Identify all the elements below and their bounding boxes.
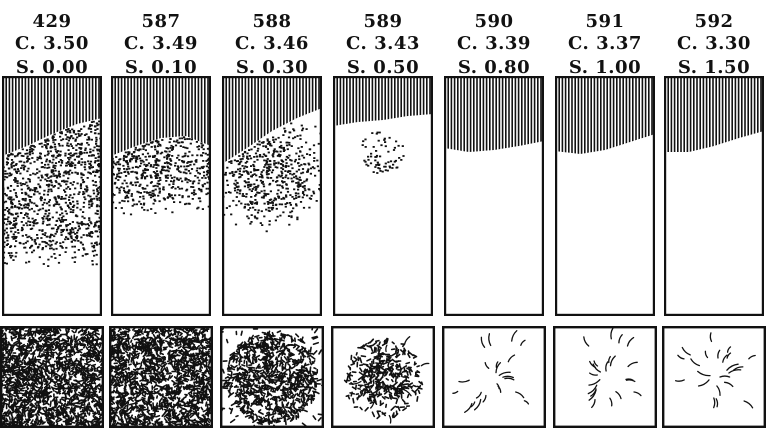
silicon-label: S. 0.10 <box>124 57 198 78</box>
specimen-number: 592 <box>694 11 734 32</box>
carbon-label: C. 3.50 <box>15 33 89 54</box>
graphite-flakes <box>675 332 756 409</box>
casting-longitudinal-sketch <box>333 76 433 316</box>
casting-cross-section-sketch <box>0 326 104 428</box>
specimen-number: 591 <box>585 11 625 32</box>
section-outline <box>0 326 104 428</box>
carbon-label: C. 3.39 <box>457 33 531 54</box>
silicon-label: S. 1.50 <box>677 57 751 78</box>
specimen-number: 588 <box>252 11 292 32</box>
specimen-column: 591 C. 3.37 S. 1.00 <box>551 0 659 428</box>
specimen-column: 589 C. 3.43 S. 0.50 <box>329 0 437 428</box>
silicon-label: S. 0.30 <box>235 57 309 78</box>
silicon-label: S. 1.00 <box>568 57 642 78</box>
tube-outline <box>664 76 764 316</box>
silicon-label: S. 0.80 <box>457 57 531 78</box>
section-texture <box>109 326 213 428</box>
cavity-hatch <box>111 76 209 156</box>
specimen-number: 587 <box>141 11 181 32</box>
section-texture <box>343 337 424 420</box>
casting-longitudinal-sketch <box>222 76 322 316</box>
silicon-label: S. 0.50 <box>346 57 420 78</box>
section-texture <box>220 326 324 428</box>
specimen-column: 429 C. 3.50 S. 0.00 <box>0 0 106 428</box>
casting-cross-section-sketch <box>662 326 766 428</box>
graphite-flakes <box>452 330 530 413</box>
carbon-label: C. 3.46 <box>235 33 309 54</box>
section-outline <box>109 326 213 428</box>
graphite-texture <box>222 122 322 233</box>
casting-longitudinal-sketch <box>444 76 544 316</box>
tube-outline <box>555 76 655 316</box>
cavity-hatch <box>555 76 653 154</box>
tube-outline <box>222 76 322 316</box>
casting-longitudinal-sketch <box>555 76 655 316</box>
section-outline <box>331 326 435 428</box>
casting-longitudinal-sketch <box>2 76 102 316</box>
tube-outline <box>333 76 433 316</box>
tube-outline <box>111 76 211 316</box>
casting-longitudinal-sketch <box>664 76 764 316</box>
casting-cross-section-sketch <box>331 326 435 428</box>
casting-cross-section-sketch <box>109 326 213 428</box>
tube-outline <box>444 76 544 316</box>
carbon-label: C. 3.37 <box>568 33 642 54</box>
casting-cross-section-sketch <box>553 326 657 428</box>
specimen-column: 590 C. 3.39 S. 0.80 <box>440 0 548 428</box>
silicon-label: S. 0.00 <box>15 57 89 78</box>
section-outline <box>442 326 546 428</box>
casting-cross-section-sketch <box>220 326 324 428</box>
specimen-number: 429 <box>32 11 72 32</box>
carbon-label: C. 3.43 <box>346 33 420 54</box>
graphite-texture <box>361 131 405 174</box>
carbon-label: C. 3.30 <box>677 33 751 54</box>
tube-outline <box>2 76 102 316</box>
specimen-column: 592 C. 3.30 S. 1.50 <box>660 0 767 428</box>
casting-longitudinal-sketch <box>111 76 211 316</box>
section-outline <box>220 326 324 428</box>
specimen-number: 590 <box>474 11 514 32</box>
specimen-number: 589 <box>363 11 403 32</box>
specimen-column: 588 C. 3.46 S. 0.30 <box>218 0 326 428</box>
graphite-flakes <box>583 327 642 409</box>
casting-cross-section-sketch <box>442 326 546 428</box>
section-outline <box>662 326 766 428</box>
graphite-flakes <box>348 336 430 424</box>
cavity-hatch <box>444 76 542 152</box>
carbon-label: C. 3.49 <box>124 33 198 54</box>
specimen-column: 587 C. 3.49 S. 0.10 <box>107 0 215 428</box>
section-outline <box>553 326 657 428</box>
